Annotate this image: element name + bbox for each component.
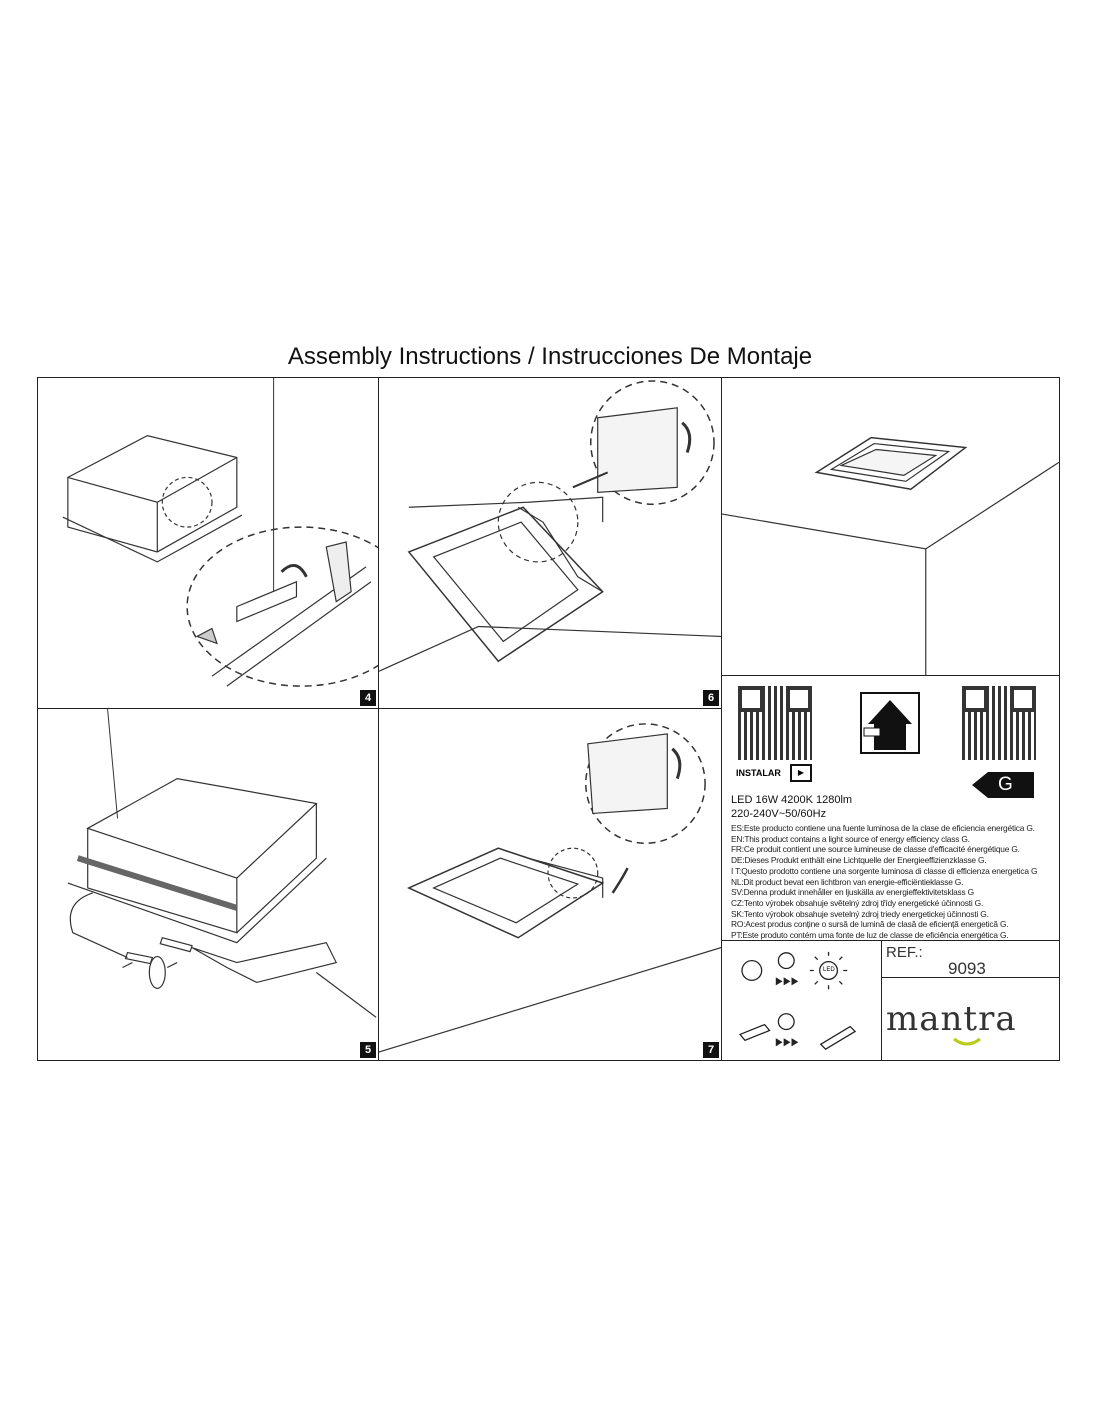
recycle-icon: [741, 960, 763, 981]
step-4-panel: 4: [37, 377, 379, 709]
installed-ceiling-panel: [721, 377, 1060, 676]
energy-statement: NL:Dit product bevat een lichtbron van e…: [731, 876, 964, 887]
video-play-icon[interactable]: ▶: [790, 764, 812, 782]
service-icon: [777, 952, 795, 970]
installed-light-illustration: [722, 436, 1059, 675]
step-5-illustration: [67, 709, 377, 1018]
indoor-use-icon: [860, 692, 920, 754]
step-4-illustration: [62, 378, 378, 687]
energy-statement: I T:Questo prodotto contiene una sorgent…: [731, 865, 1038, 876]
energy-class-badge: G: [972, 772, 1034, 798]
handling-symbols-illustration: [738, 951, 857, 1050]
driver-icon: [738, 1023, 771, 1042]
ref-number: 9093: [948, 959, 986, 978]
replacement-driver-icon: [819, 1025, 857, 1050]
step-6-illustration: [379, 380, 721, 672]
product-qr-code[interactable]: [962, 686, 1036, 760]
step-7-panel: 7: [378, 708, 722, 1061]
energy-statement: SK:Tento výrobok obsahuje svetelný zdroj…: [731, 908, 989, 919]
reference-panel: REF.: 9093 mantra: [881, 940, 1060, 1061]
energy-statement: SV:Denna produkt innehåller en ljuskälla…: [731, 887, 974, 898]
energy-statement: FR:Ce produit contient une source lumine…: [731, 844, 1020, 855]
energy-statement: DE:Dieses Produkt enthält eine Lichtquel…: [731, 855, 987, 866]
step-number: 7: [703, 1042, 719, 1058]
led-sun-icon: [819, 961, 839, 980]
spec-line-power: LED 16W 4200K 1280lm: [731, 794, 853, 806]
product-info-panel: INSTALAR ▶ G LED 16W 4200K 1280lm 220-24…: [721, 675, 1060, 941]
energy-statement: CZ:Tento výrobek obsahuje světelný zdroj…: [731, 897, 984, 908]
energy-statement: EN:This product contains a light source …: [731, 833, 970, 844]
step-number: 6: [703, 690, 719, 706]
page-title: Assembly Instructions / Instrucciones De…: [287, 343, 813, 370]
install-qr-code[interactable]: [738, 686, 812, 760]
step-5-panel: 5: [37, 708, 379, 1061]
energy-statements: ES:Este producto contiene una fuente lum…: [731, 823, 1059, 941]
ref-label: REF.:: [886, 944, 923, 961]
spec-line-voltage: 220-240V~50/60Hz: [731, 808, 827, 820]
step-number: 4: [360, 690, 376, 706]
brand-smile-mark: [953, 1037, 981, 1046]
energy-statement: RO:Acest produs conține o sursă de lumin…: [731, 919, 1009, 930]
led-icon-label: LED: [823, 967, 835, 973]
handling-symbols-panel: LED: [721, 940, 882, 1061]
step-6-panel: 6: [378, 377, 722, 709]
install-label: INSTALAR: [736, 768, 781, 778]
step-number: 5: [360, 1042, 376, 1058]
energy-statement: ES:Este producto contiene una fuente lum…: [731, 823, 1035, 833]
energy-statement: PT:Este produto contém uma fonte de luz …: [731, 930, 1009, 941]
step-7-illustration: [379, 723, 721, 1053]
brand-logo: mantra: [886, 999, 1017, 1039]
